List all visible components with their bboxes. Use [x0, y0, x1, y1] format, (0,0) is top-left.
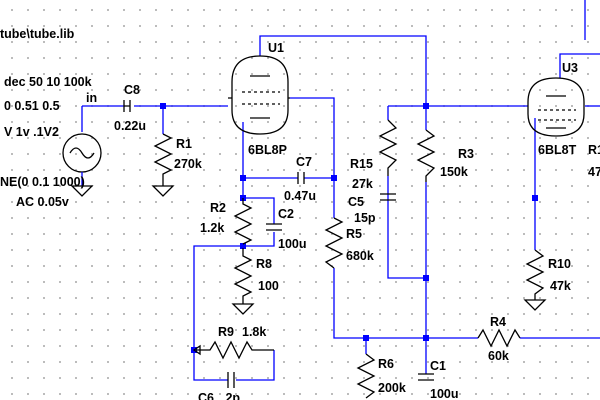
u3-ref: U3: [562, 61, 578, 75]
r4-value: 60k: [488, 349, 509, 363]
u1-value: 6BL8P: [248, 143, 287, 157]
r8-value: 100: [258, 279, 279, 293]
wire-r9-left[interactable]: [193, 245, 275, 381]
r2-value: 1.2k: [200, 221, 224, 235]
r10-value: 47k: [550, 279, 571, 293]
c5-ref: C5: [348, 195, 364, 209]
net-label-in: in: [86, 91, 97, 105]
c5-value: 15p: [354, 211, 376, 225]
junction: [240, 175, 246, 181]
wires[interactable]: [81, 0, 600, 381]
wire-in[interactable]: [81, 105, 124, 132]
c6-ref: C6: [198, 391, 214, 400]
c8-ref: C8: [124, 83, 140, 97]
capacitor-c2[interactable]: [266, 223, 282, 231]
wire-u3-top[interactable]: [559, 53, 600, 78]
resistor-r6[interactable]: [356, 353, 376, 399]
capacitor-c7[interactable]: [297, 172, 305, 184]
r6-ref: R6: [378, 357, 394, 371]
r5-ref: R5: [346, 227, 362, 241]
r10-ref: R10: [548, 257, 571, 271]
r1-value: 270k: [174, 157, 202, 171]
junction: [240, 243, 246, 249]
resistor-r8[interactable]: [231, 248, 255, 315]
r15-ref: R15: [350, 157, 373, 171]
r5-value: 680k: [346, 249, 374, 263]
wire-c2[interactable]: [243, 197, 275, 247]
r2-ref: R2: [210, 201, 226, 215]
c8-value: 0.22u: [114, 119, 146, 133]
voltage-source[interactable]: [62, 133, 102, 197]
resistor-r10[interactable]: [523, 249, 547, 311]
u3-value: 6BL8T: [538, 143, 577, 157]
directive-dc: V 1v .1V2: [4, 125, 59, 139]
resistor-r9[interactable]: [192, 340, 274, 360]
junction: [532, 195, 538, 201]
r-cut-value: 47: [588, 165, 600, 179]
wire-r15-top[interactable]: [387, 105, 426, 120]
c7-ref: C7: [296, 155, 312, 169]
directive-param: 0 0.51 0.5: [4, 99, 60, 113]
capacitor-c1[interactable]: [418, 373, 434, 381]
junction: [423, 335, 429, 341]
directive-ac: dec 50 10 100k: [4, 75, 92, 89]
junction: [331, 175, 337, 181]
r9-ref: R9: [218, 325, 234, 339]
r4-ref: R4: [490, 315, 506, 329]
tube-u1[interactable]: [228, 55, 290, 135]
resistor-r2[interactable]: [233, 198, 253, 245]
r9-value: 1.8k: [242, 325, 266, 339]
capacitor-c5[interactable]: [380, 193, 396, 201]
junction: [363, 335, 369, 341]
wire-u1-plate[interactable]: [259, 35, 427, 130]
c1-value: 100u: [430, 387, 459, 400]
c1-ref: C1: [430, 359, 446, 373]
r8-ref: R8: [256, 257, 272, 271]
u1-ref: U1: [268, 41, 284, 55]
junction: [160, 103, 166, 109]
junction: [423, 103, 429, 109]
directive-sine: NE(0 0.1 1000): [0, 175, 85, 189]
wire-r15-bottom[interactable]: [387, 176, 426, 279]
r-cut-ref: R1: [588, 143, 600, 157]
r6-value: 200k: [378, 381, 406, 395]
r1-ref: R1: [176, 137, 192, 151]
c2-value: 100u: [278, 237, 307, 251]
capacitor-c6[interactable]: [227, 372, 235, 388]
resistor-r15[interactable]: [378, 119, 398, 176]
junction: [423, 275, 429, 281]
labels: tube\tube.lib dec 50 10 100k 0 0.51 0.5 …: [0, 27, 600, 400]
resistor-r4[interactable]: [477, 328, 521, 348]
wire-r5-bottom[interactable]: [333, 268, 426, 339]
c7-value: 0.47u: [284, 189, 316, 203]
c6-value: .2p: [222, 391, 240, 400]
resistor-r5[interactable]: [324, 217, 344, 269]
r3-value: 150k: [440, 165, 468, 179]
directive-include: tube\tube.lib: [0, 27, 75, 41]
c2-ref: C2: [278, 207, 294, 221]
r3-ref: R3: [458, 147, 474, 161]
capacitor-c8[interactable]: [123, 100, 131, 112]
tube-u3[interactable]: [527, 77, 585, 137]
r15-value: 27k: [352, 177, 373, 191]
resistor-r1[interactable]: [151, 133, 175, 197]
resistor-r3[interactable]: [416, 129, 436, 182]
directive-ac-source: AC 0.05v: [16, 195, 69, 209]
